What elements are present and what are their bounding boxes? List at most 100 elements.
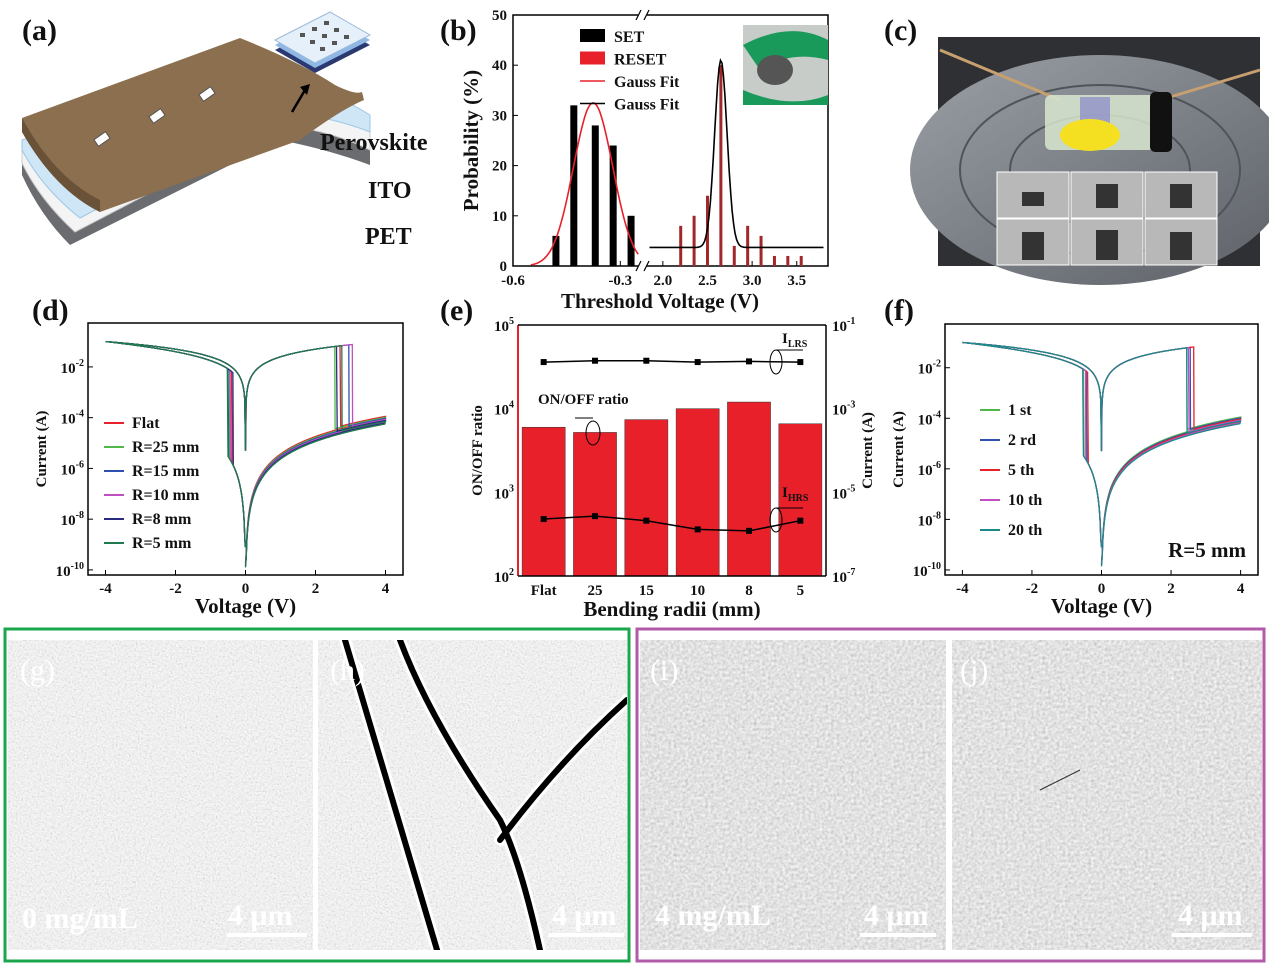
iv-curve-2-rd xyxy=(962,341,1242,564)
reset-bar xyxy=(799,255,803,266)
x-tick-label: 0 xyxy=(242,581,250,597)
current-marker-hrs xyxy=(643,517,650,524)
right-y-axis-title: Current (A) xyxy=(860,412,876,489)
current-marker-hrs xyxy=(592,513,598,520)
gauss-fit-line xyxy=(530,102,639,266)
x-axis-title: Voltage (V) xyxy=(195,594,296,618)
x-tick-label: -2 xyxy=(1026,581,1039,597)
group-frame-purple xyxy=(635,627,1266,963)
panel-c-photo xyxy=(910,37,1269,285)
sem-image-g xyxy=(8,640,313,950)
set-bar xyxy=(570,105,578,266)
x-tick-label: 15 xyxy=(639,583,654,599)
scale-bar-g: 4 μm xyxy=(227,899,307,937)
current-marker-hrs xyxy=(694,526,701,533)
y-axis-title: Current (A) xyxy=(34,411,50,488)
set-bar xyxy=(591,125,599,266)
current-marker-hrs xyxy=(797,517,804,524)
iv-curve-5-th xyxy=(962,341,1242,565)
y-axis-title: Probability (%) xyxy=(459,70,483,211)
perovskite-inset-icon xyxy=(273,11,372,73)
on-off-bar xyxy=(521,426,566,577)
y-axis-title: Current (A) xyxy=(891,411,907,488)
x-axis-title: Threshold Voltage (V) xyxy=(561,289,759,313)
y-tick-label: 102 xyxy=(494,567,514,586)
legend-swatch xyxy=(580,29,605,42)
current-marker-lrs xyxy=(643,357,650,364)
panel-label-g: (g) xyxy=(20,654,55,687)
panel-label-i: (i) xyxy=(650,654,678,687)
y-tick-label: 10-8 xyxy=(918,510,941,529)
legend-label: R=5 mm xyxy=(132,535,192,552)
svg-text:4 μm: 4 μm xyxy=(552,899,617,932)
series-label-lrs: ILRS xyxy=(782,331,808,350)
reset-bar xyxy=(746,225,750,266)
y-tick-label: 10-6 xyxy=(61,459,84,478)
on-off-bar xyxy=(624,419,669,577)
legend-label: 5 th xyxy=(1008,462,1034,479)
legend-label: Flat xyxy=(132,415,160,432)
reset-bar xyxy=(772,255,776,266)
x-tick-label: -2 xyxy=(169,581,182,597)
legend-label: R=10 mm xyxy=(132,487,200,504)
panel-label-d: (d) xyxy=(32,294,69,327)
current-marker-hrs xyxy=(540,516,547,523)
panel-label-h: (h) xyxy=(330,654,365,687)
reset-bar xyxy=(786,255,790,266)
y-tick-label: 10-4 xyxy=(918,409,941,428)
concentration-label-i: 4 mg/mL xyxy=(655,899,771,932)
layer-label-perovskite: Perovskite xyxy=(320,130,428,156)
sem-image-i xyxy=(640,640,946,950)
reset-bar xyxy=(759,235,763,266)
x-tick-label: 2 xyxy=(312,581,320,597)
y-tick-label: 0 xyxy=(500,259,508,275)
reset-bar xyxy=(679,225,683,266)
x-tick-label: -0.6 xyxy=(501,273,525,289)
legend-label: SET xyxy=(614,29,645,46)
y-tick-label: 104 xyxy=(494,400,514,419)
scale-bar-h: 4 μm xyxy=(548,899,624,937)
svg-text:4 μm: 4 μm xyxy=(864,899,929,932)
x-tick-label: 0 xyxy=(1098,581,1106,597)
x-tick-label: -4 xyxy=(99,581,112,597)
panel-label-e: (e) xyxy=(440,294,473,327)
legend-label: Gauss Fit xyxy=(614,74,680,91)
group-frame-green xyxy=(3,627,631,963)
right-y-tick-label: 10-5 xyxy=(832,483,855,502)
plot-frame xyxy=(512,14,829,267)
panel-label-b: (b) xyxy=(440,14,477,47)
on-off-bar xyxy=(778,423,823,577)
y-tick-label: 40 xyxy=(492,58,507,74)
scale-bar-i: 4 μm xyxy=(860,899,936,937)
x-tick-label: 10 xyxy=(690,583,705,599)
y-axis-title: ON/OFF ratio xyxy=(470,405,486,496)
y-tick-label: 30 xyxy=(492,108,507,124)
x-tick-label: -0.3 xyxy=(608,273,632,289)
legend-label: 2 rd xyxy=(1008,432,1036,449)
svg-text:4 μm: 4 μm xyxy=(1178,899,1243,932)
y-tick-label: 103 xyxy=(494,483,514,502)
current-marker-lrs xyxy=(540,359,547,366)
legend-label: 10 th xyxy=(1008,492,1042,509)
svg-text:4 μm: 4 μm xyxy=(228,899,293,932)
glove-icon xyxy=(743,90,828,105)
y-tick-label: 105 xyxy=(494,316,514,335)
on-off-bar xyxy=(727,401,771,577)
current-marker-lrs xyxy=(797,359,804,366)
x-tick-label: 8 xyxy=(745,583,753,599)
legend-label: 20 th xyxy=(1008,522,1042,539)
y-tick-label: 10-2 xyxy=(918,359,941,378)
series-ellipse-icon xyxy=(585,420,601,446)
iv-curve-r-5-mm xyxy=(105,340,387,568)
iv-curve-1-st xyxy=(962,341,1242,563)
current-marker-hrs xyxy=(746,527,752,534)
x-tick-label: 5 xyxy=(797,583,805,599)
sem-image-h xyxy=(318,640,627,950)
y-tick-label: 10-6 xyxy=(918,460,941,479)
x-axis-title: Voltage (V) xyxy=(1051,594,1152,618)
y-tick-label: 10-10 xyxy=(56,561,84,580)
